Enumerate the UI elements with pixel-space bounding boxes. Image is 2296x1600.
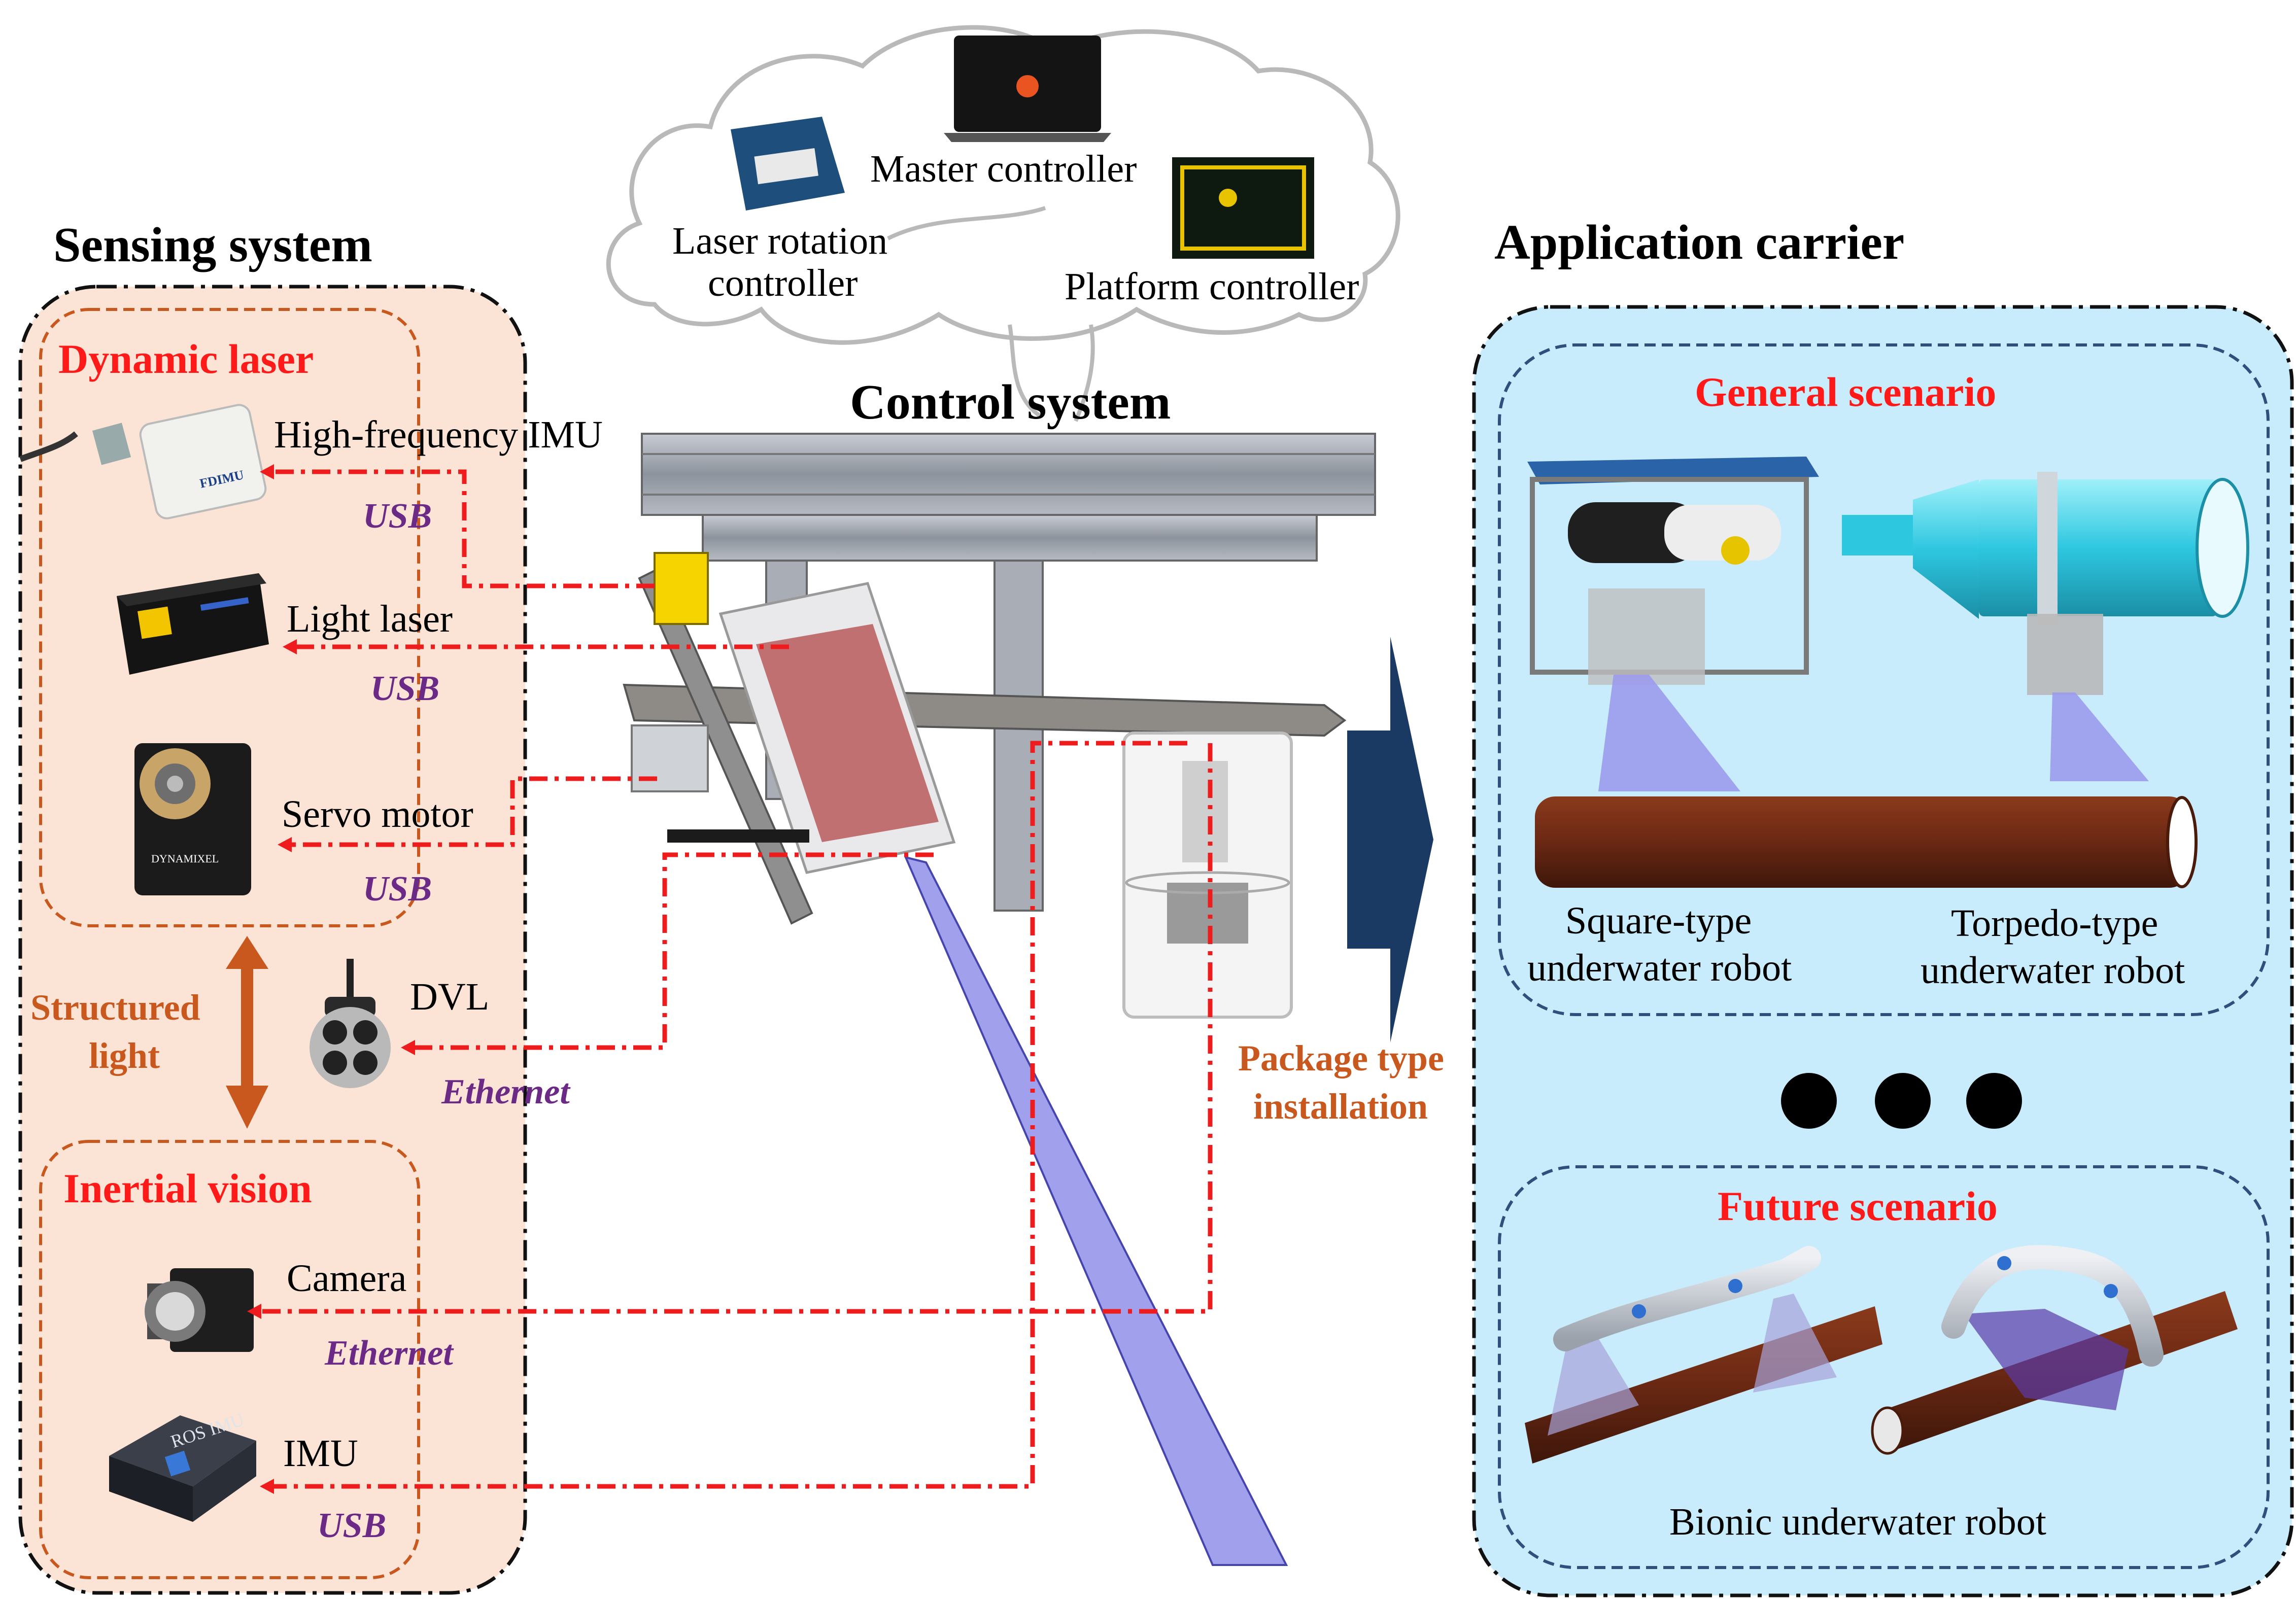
light-laser-interface: USB: [370, 669, 439, 708]
application-carrier-title: Application carrier: [1494, 215, 1904, 270]
laser-rotation-label-line2: controller: [708, 262, 858, 304]
control-system-title: Control system: [850, 375, 1171, 430]
mechanism-assembly: [623, 433, 1376, 1019]
square-robot-beam: [1598, 675, 1740, 791]
servo-motor-device: DYNAMIXEL: [134, 743, 251, 895]
ros-imu-device: ROS IMU: [109, 1409, 256, 1522]
dvl-interface: Ethernet: [441, 1072, 571, 1111]
platform-board: [1172, 157, 1314, 259]
dvl-device: [310, 959, 391, 1088]
bionic-robot-label: Bionic underwater robot: [1669, 1501, 2046, 1543]
servo-motor-label: Servo motor: [282, 793, 473, 836]
dvl-label: DVL: [410, 976, 489, 1018]
dynamic-laser-label: Dynamic laser: [58, 336, 314, 382]
imu-interface: USB: [317, 1506, 386, 1545]
dynamic-laser-group: [39, 308, 420, 927]
control-cloud: [606, 25, 1400, 345]
inertial-vision-group: [39, 1140, 420, 1579]
square-robot-label-line1: Square-type: [1565, 899, 1752, 942]
pipe-future-left: [1525, 1246, 1882, 1464]
square-robot: [1527, 457, 1819, 791]
inertial-vision-label: Inertial vision: [63, 1165, 312, 1211]
high-freq-imu-label: High-frequency IMU: [274, 413, 603, 456]
bionic-left-beam-b: [1753, 1294, 1837, 1393]
sensing-system-panel: [18, 285, 527, 1595]
servo-motor-interface: USB: [363, 869, 432, 909]
pipe-general: [1535, 796, 2198, 888]
package-installation-line1: Package type: [1238, 1038, 1444, 1079]
platform-controller-label: Platform controller: [1065, 265, 1359, 308]
general-scenario-label: General scenario: [1695, 369, 1996, 415]
structured-light-label-line1: Structured: [30, 987, 200, 1028]
torpedo-robot-beam: [2050, 692, 2149, 781]
high-freq-imu-device: FDIMU: [19, 404, 267, 519]
high-freq-imu-interface: USB: [363, 497, 432, 536]
more-scenarios-ellipsis: [1781, 1073, 2022, 1129]
laser-rotation-board: [731, 117, 845, 211]
torpedo-robot: [1842, 472, 2249, 781]
connection-lines: [247, 464, 1213, 1494]
master-controller-label: Master controller: [870, 148, 1137, 190]
pipe-future-right: [1871, 1245, 2238, 1455]
imu-label: IMU: [283, 1432, 358, 1475]
structured-light-arrow: [226, 936, 268, 1129]
torpedo-robot-label-line2: underwater robot: [1921, 949, 2185, 992]
camera-device: [145, 1268, 254, 1352]
servo-brand-text: DYNAMIXEL: [151, 852, 219, 865]
laptop-device: [944, 36, 1111, 142]
camera-label: Camera: [287, 1257, 406, 1300]
direction-arrow: [1347, 637, 1433, 1042]
laser-rotation-label-line1: Laser rotation: [672, 220, 887, 262]
torpedo-robot-label-line1: Torpedo-type: [1951, 902, 2158, 945]
bionic-right-beam: [1964, 1309, 2129, 1410]
general-scenario-group: [1498, 343, 2270, 1016]
square-robot-label-line2: underwater robot: [1527, 947, 1792, 989]
light-laser-device: [117, 573, 269, 675]
camera-interface: Ethernet: [324, 1334, 454, 1373]
future-scenario-label: Future scenario: [1718, 1183, 1998, 1229]
light-laser-label: Light laser: [287, 598, 453, 640]
laser-beam: [904, 856, 1288, 1566]
sensing-system-title: Sensing system: [53, 218, 372, 272]
package-installation-line2: installation: [1253, 1086, 1428, 1127]
structured-light-label-line2: light: [89, 1035, 160, 1076]
